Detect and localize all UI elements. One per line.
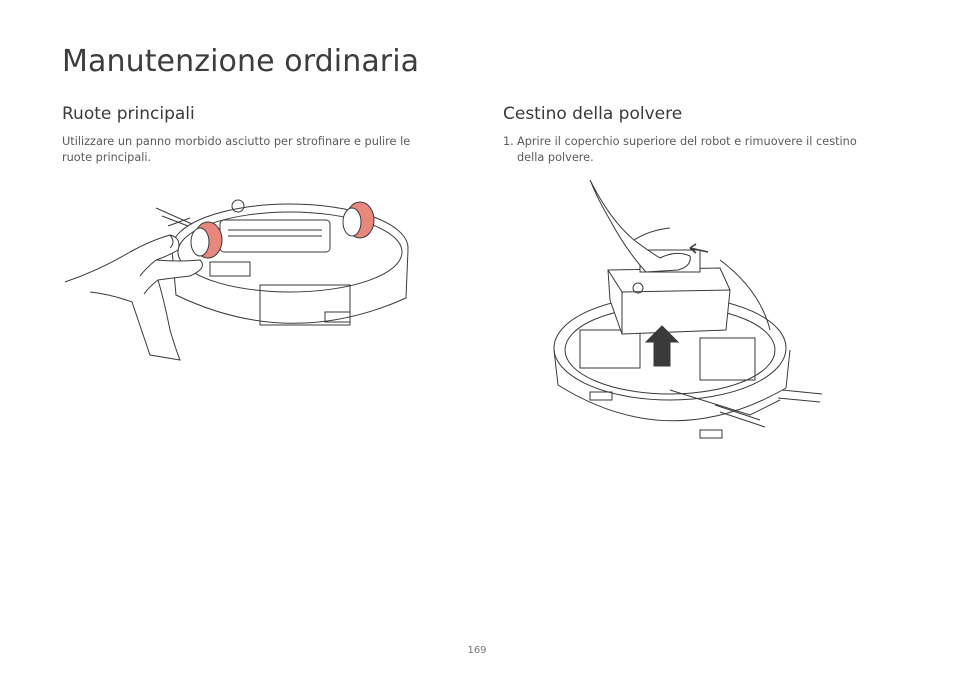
section-body-main-wheels: Utilizzare un panno morbido asciutto per… (62, 135, 411, 164)
section-dust-bin: Cestino della polvere 1. Aprire il coper… (503, 104, 883, 166)
hand-with-cloth (64, 234, 203, 361)
page-title: Manutenzione ordinaria (62, 44, 420, 79)
page-number: 169 (467, 645, 487, 656)
section-heading-dust-bin: Cestino della polvere (503, 104, 683, 124)
press-arrow-icon (689, 243, 709, 254)
section-heading-main-wheels: Ruote principali (62, 104, 195, 124)
main-wheel-right (342, 201, 375, 239)
wheel-cleaning-illustration (64, 199, 409, 361)
section-main-wheels: Ruote principali Utilizzare un panno mor… (62, 104, 442, 166)
lift-arrow-icon (644, 325, 680, 367)
dust-bin-removal-illustration (553, 180, 823, 439)
hand-lifting-bin (589, 180, 771, 331)
step-item: 1. Aprire il coperchio superiore del rob… (503, 134, 883, 166)
step-number: 1. (503, 135, 514, 148)
main-wheel-left (190, 221, 223, 259)
step-text: Aprire il coperchio superiore del robot … (517, 135, 857, 164)
